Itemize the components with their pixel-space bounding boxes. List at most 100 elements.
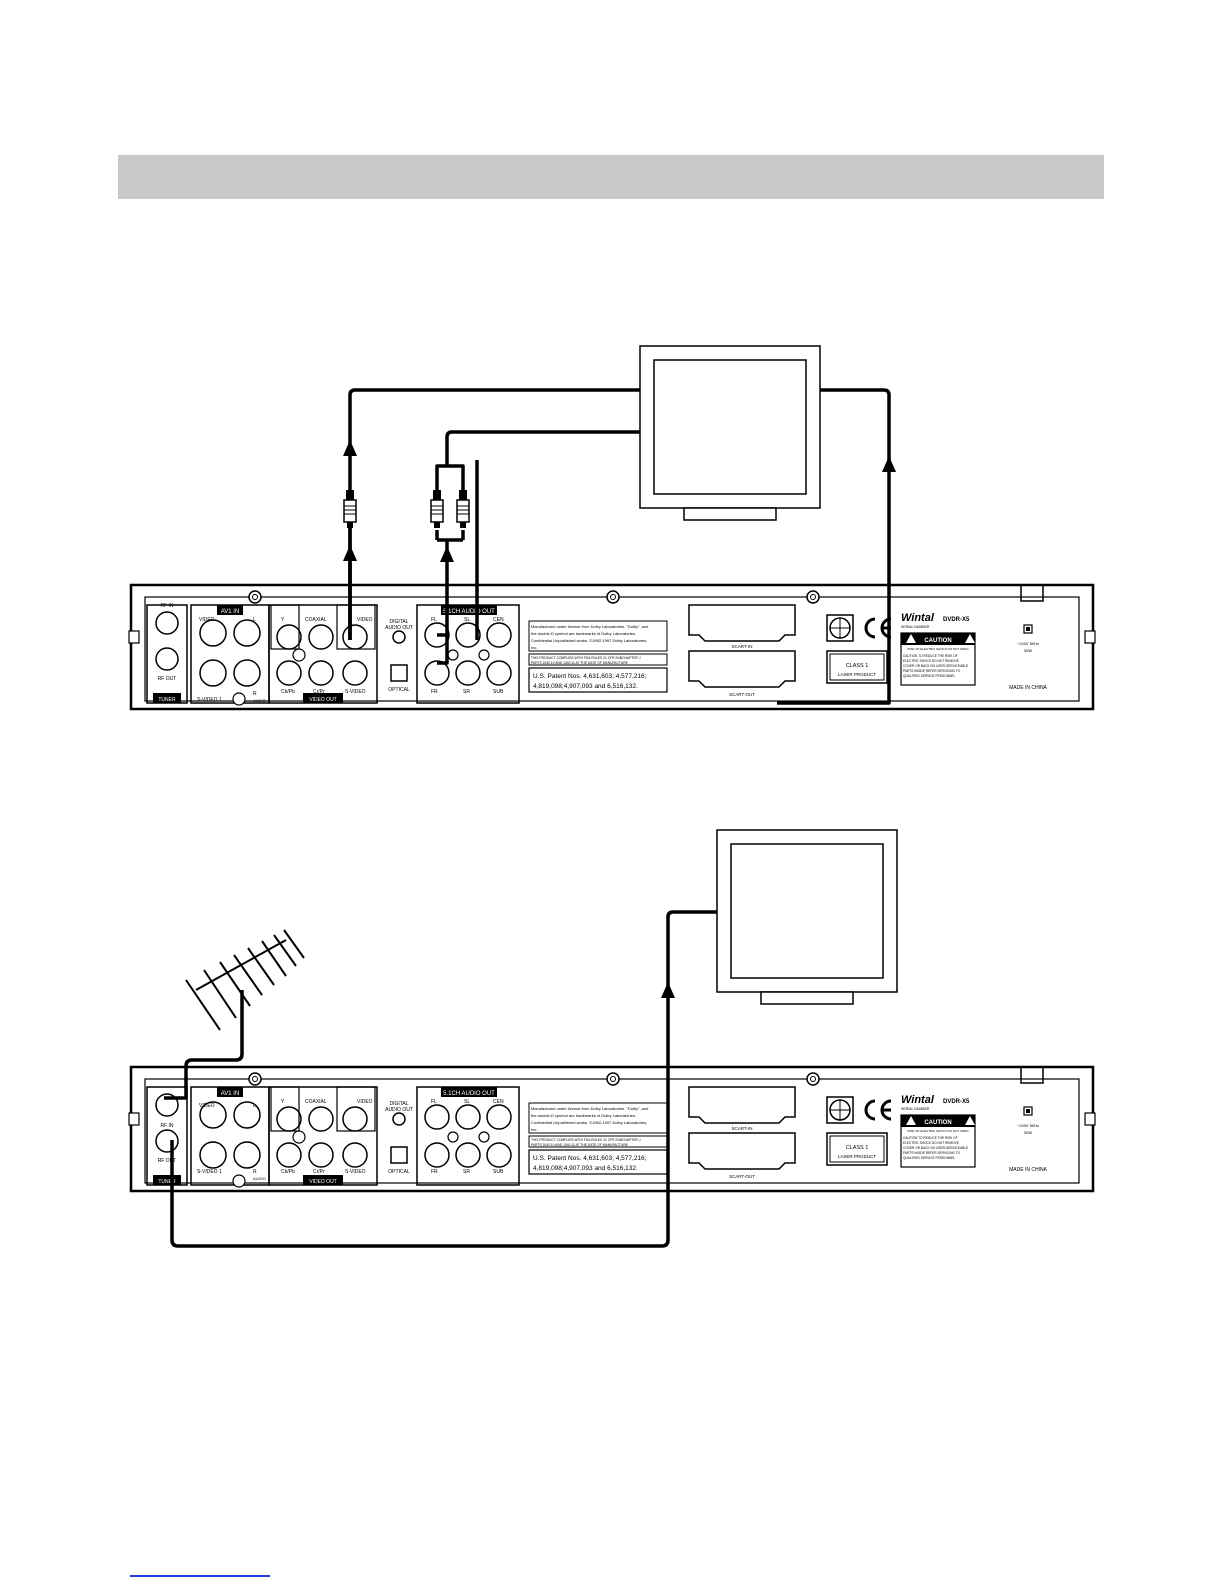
svg-text:the double-D symbol are tradem: the double-D symbol are trademarks of Do… [531,631,636,636]
cables-bottom [164,910,717,1248]
svg-text:COVER OR BACK NO USER-SERVICEA: COVER OR BACK NO USER-SERVICEABLE [903,664,968,668]
svg-text:PARTS 1040.10 AND 1040.11 AT T: PARTS 1040.10 AND 1040.11 AT THE DATE OF… [531,1143,629,1147]
svg-text:CAUTION: CAUTION [924,1120,951,1126]
svg-text:DVDR-X5: DVDR-X5 [943,1099,970,1105]
svg-text:SL: SL [464,1099,470,1105]
svg-text:SERIAL NUMBER: SERIAL NUMBER [901,1107,930,1111]
footer-link-underline[interactable] [130,1575,270,1577]
svg-text:QUALIFIED SERVICE PERSONNEL: QUALIFIED SERVICE PERSONNEL [903,674,955,678]
svg-text:PARTS INSIDE REFER SERVICING T: PARTS INSIDE REFER SERVICING TO [903,1151,961,1155]
svg-text:SL: SL [464,617,470,623]
svg-text:S-VIDEO: S-VIDEO [345,1169,366,1175]
svg-text:AUDIO OUT: AUDIO OUT [385,625,413,631]
arrows-top [343,440,896,562]
svg-text:CAUTION TO REDUCE THE RISK OF: CAUTION TO REDUCE THE RISK OF [903,1136,958,1140]
svg-text:R: R [253,691,257,697]
svg-text:SCART-IN: SCART-IN [732,1126,753,1131]
svg-text:CEN: CEN [493,617,504,623]
svg-text:DVDR-X5: DVDR-X5 [943,617,970,623]
svg-text:CLASS 1: CLASS 1 [846,663,869,669]
svg-text:TUNER: TUNER [158,697,176,703]
svg-text:MADE IN CHINA: MADE IN CHINA [1009,1167,1047,1173]
svg-text:FL: FL [431,1099,437,1105]
svg-text:Confidential Unpublished works: Confidential Unpublished works. ©1992-19… [531,638,647,643]
svg-text:AV1 IN: AV1 IN [221,1091,240,1097]
svg-text:4,819,098;4,907,093 and 6,516,: 4,819,098;4,907,093 and 6,516,132. [533,683,638,690]
svg-text:Y: Y [281,1099,285,1105]
svg-text:S-VIDEO 1: S-VIDEO 1 [197,1169,222,1175]
svg-text:4,819,098;4,907,093 and 6,516,: 4,819,098;4,907,093 and 6,516,132. [533,1165,638,1172]
svg-text:S-VIDEO 1: S-VIDEO 1 [197,697,222,703]
svg-text:Inc.: Inc. [531,1127,537,1132]
svg-text:CLASS 1: CLASS 1 [846,1145,869,1151]
svg-text:R: R [253,1169,257,1175]
svg-text:SCART-OUT: SCART-OUT [729,1174,755,1179]
antenna-icon [185,929,305,1031]
svg-text:COAXIAL: COAXIAL [305,617,327,623]
svg-text:SUB: SUB [493,1169,504,1175]
svg-text:OPTICAL: OPTICAL [388,1169,410,1175]
svg-text:QUALIFIED SERVICE PERSONNEL: QUALIFIED SERVICE PERSONNEL [903,1156,955,1160]
svg-text:RF OUT: RF OUT [158,1158,177,1164]
svg-text:COAXIAL: COAXIAL [305,1099,327,1105]
svg-text:Cr/Pr: Cr/Pr [313,1169,325,1175]
svg-text:CAUTION: CAUTION [924,638,951,644]
svg-text:Wintal: Wintal [901,612,935,624]
svg-text:Inc.: Inc. [531,645,537,650]
svg-text:SCART-IN: SCART-IN [732,644,753,649]
svg-text:5.1CH AUDIO OUT: 5.1CH AUDIO OUT [443,609,495,615]
svg-text:SERIAL NUMBER: SERIAL NUMBER [901,625,930,629]
svg-text:RF IN: RF IN [160,1123,173,1129]
tv-set-bottom [716,829,898,1005]
svg-text:Cb/Pb: Cb/Pb [281,1169,295,1175]
svg-text:FL: FL [431,617,437,623]
svg-text:OPTICAL: OPTICAL [388,687,410,693]
svg-text:DIGITAL: DIGITAL [389,1101,408,1107]
svg-text:SCART-OUT: SCART-OUT [729,692,755,697]
svg-text:LASER PRODUCT: LASER PRODUCT [838,1154,877,1159]
svg-text:SR: SR [463,1169,470,1175]
rca-plugs-top [343,489,470,529]
svg-text:THIS PRODUCT COMPLIES WITH FDA: THIS PRODUCT COMPLIES WITH FDA RULES 21 … [531,656,641,660]
svg-text:~240V 50Hz: ~240V 50Hz [1017,1123,1039,1128]
svg-text:DIGITAL: DIGITAL [389,619,408,625]
svg-text:PARTS 1040.10 AND 1040.11 AT T: PARTS 1040.10 AND 1040.11 AT THE DATE OF… [531,661,629,665]
svg-text:U.S. Patent Nos. 4,631,603; 4,: U.S. Patent Nos. 4,631,603; 4,577,216; [533,1155,647,1162]
svg-text:ELECTRIC SHOCK DO NOT REMOVE: ELECTRIC SHOCK DO NOT REMOVE [903,659,959,663]
svg-text:VIDEO: VIDEO [357,1099,373,1105]
svg-text:~240V 50Hz: ~240V 50Hz [1017,641,1039,646]
svg-text:Manufactured under license fro: Manufactured under license from Dolby La… [531,1106,648,1111]
svg-text:VIDEO: VIDEO [357,617,373,623]
tv-set-top [639,345,821,521]
svg-text:U.S. Patent Nos. 4,631,603; 4,: U.S. Patent Nos. 4,631,603; 4,577,216; [533,673,647,680]
svg-text:FR: FR [431,689,438,695]
svg-text:CAUTION TO REDUCE THE RISK OF: CAUTION TO REDUCE THE RISK OF [903,654,958,658]
svg-text:Y: Y [281,617,285,623]
svg-text:MADE IN CHINA: MADE IN CHINA [1009,685,1047,691]
svg-text:RISK OF ELECTRIC SHOCK DO NOT: RISK OF ELECTRIC SHOCK DO NOT OPEN [908,647,969,651]
svg-text:RF OUT: RF OUT [158,676,177,682]
rear-panel-bottom: RF IN RF OUT TUNER AV1 IN VIDEO L S-VIDE… [127,1064,1097,1193]
svg-text:Manufactured under license fro: Manufactured under license from Dolby La… [531,624,648,629]
svg-text:AV1 IN: AV1 IN [221,609,240,615]
svg-text:Cr/Pr: Cr/Pr [313,689,325,695]
rear-panel-top: RF IN RF OUT TUNER AV1 IN VIDEO L S-VIDE… [127,582,1097,711]
svg-text:VIDEO OUT: VIDEO OUT [309,1179,337,1185]
svg-text:the double-D symbol are tradem: the double-D symbol are trademarks of Do… [531,1113,636,1118]
svg-text:COVER OR BACK NO USER-SERVICEA: COVER OR BACK NO USER-SERVICEABLE [903,1146,968,1150]
svg-text:VIDEO: VIDEO [199,617,215,623]
svg-text:ELECTRIC SHOCK DO NOT REMOVE: ELECTRIC SHOCK DO NOT REMOVE [903,1141,959,1145]
svg-text:AUDIO OUT: AUDIO OUT [385,1107,413,1113]
svg-text:Confidential Unpublished works: Confidential Unpublished works. ©1992-19… [531,1120,647,1125]
svg-text:CEN: CEN [493,1099,504,1105]
svg-text:L: L [253,617,256,623]
svg-text:Cb/Pb: Cb/Pb [281,689,295,695]
svg-text:THIS PRODUCT COMPLIES WITH FDA: THIS PRODUCT COMPLIES WITH FDA RULES 21 … [531,1138,641,1142]
svg-text:SUB: SUB [493,689,504,695]
svg-text:5.1CH AUDIO OUT: 5.1CH AUDIO OUT [443,1091,495,1097]
svg-text:RISK OF ELECTRIC SHOCK DO NOT: RISK OF ELECTRIC SHOCK DO NOT OPEN [908,1129,969,1133]
svg-text:PARTS INSIDE REFER SERVICING T: PARTS INSIDE REFER SERVICING TO [903,669,961,673]
svg-text:VIDEO: VIDEO [199,1103,215,1109]
svg-text:VIDEO OUT: VIDEO OUT [309,697,337,703]
svg-text:SR: SR [463,689,470,695]
